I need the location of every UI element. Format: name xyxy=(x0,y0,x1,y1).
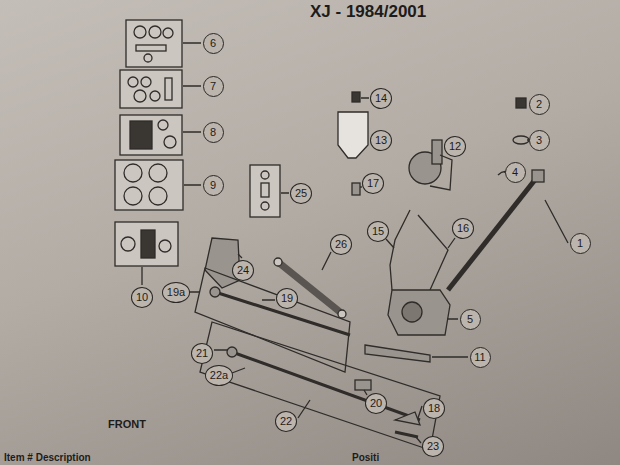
callout-text: 6 xyxy=(210,38,216,49)
callout-text: 11 xyxy=(474,352,485,363)
callout-number: 8 xyxy=(203,122,224,143)
callout-text: 22 xyxy=(280,416,292,427)
callout-number: 11 xyxy=(470,347,491,368)
callout-number: 9 xyxy=(203,175,224,196)
callout-text: 7 xyxy=(210,81,216,92)
callout-text: 24 xyxy=(237,265,249,276)
callout-text: 10 xyxy=(136,292,148,303)
callout-number: 22a xyxy=(205,365,233,386)
callout-text: 19a xyxy=(167,287,185,298)
callout-number: 12 xyxy=(444,136,466,157)
callout-text: 23 xyxy=(427,441,439,452)
callout-number: 19a xyxy=(162,282,190,303)
callout-number: 15 xyxy=(367,221,389,242)
callout-text: 18 xyxy=(428,403,440,414)
callout-number: 19 xyxy=(276,288,298,309)
callout-number: 20 xyxy=(365,393,387,414)
callout-number: 23 xyxy=(422,436,444,457)
text-label: FRONT xyxy=(108,418,146,430)
callout-number: 26 xyxy=(330,234,352,255)
callout-number: 6 xyxy=(203,33,224,54)
callout-text: 16 xyxy=(457,223,469,234)
callout-text: 12 xyxy=(449,141,461,152)
callout-text: 22a xyxy=(210,370,228,381)
callout-number: 16 xyxy=(452,218,474,239)
callout-number: 3 xyxy=(529,130,550,151)
callout-text: 26 xyxy=(335,239,347,250)
callout-number: 2 xyxy=(529,94,550,115)
callout-number: 24 xyxy=(232,260,254,281)
callout-text: 8 xyxy=(210,127,216,138)
callout-text: 20 xyxy=(370,398,382,409)
callout-text: 19 xyxy=(281,293,293,304)
callout-number: 4 xyxy=(505,162,526,183)
callout-text: 21 xyxy=(196,348,208,359)
callout-text: 9 xyxy=(210,180,216,191)
callout-text: 4 xyxy=(512,167,518,178)
callout-text: 2 xyxy=(536,99,542,110)
callout-text: 14 xyxy=(375,93,387,104)
callout-number: 21 xyxy=(191,343,213,364)
callout-text: 1 xyxy=(577,238,583,249)
callout-number: 25 xyxy=(290,183,312,204)
text-label: Positi xyxy=(352,452,379,463)
callout-number: 22 xyxy=(275,411,297,432)
callout-number: 17 xyxy=(362,173,384,194)
callout-number: 18 xyxy=(423,398,445,419)
callout-text: 15 xyxy=(372,226,384,237)
callout-number: 14 xyxy=(370,88,392,109)
diagram-title: XJ - 1984/2001 xyxy=(310,2,426,22)
callout-text: 17 xyxy=(367,178,379,189)
callout-number: 1 xyxy=(570,233,591,254)
callout-text: 3 xyxy=(536,135,542,146)
callout-text: 25 xyxy=(295,188,307,199)
callout-number: 13 xyxy=(370,130,392,151)
callout-number: 7 xyxy=(203,76,224,97)
callout-text: 5 xyxy=(467,314,473,325)
callout-number: 10 xyxy=(131,287,153,308)
callout-number: 5 xyxy=(460,309,481,330)
text-label: Item # Description xyxy=(4,452,91,463)
callout-text: 13 xyxy=(375,135,387,146)
